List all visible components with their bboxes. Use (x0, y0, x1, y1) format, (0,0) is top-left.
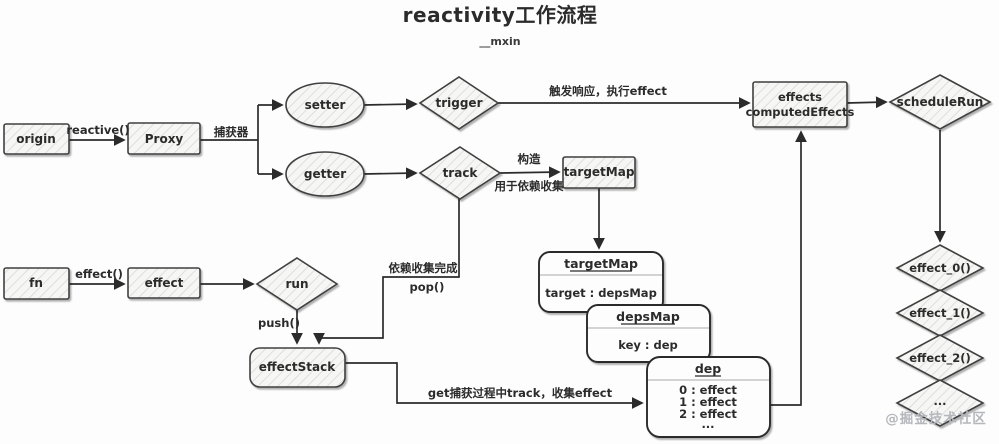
depsmap-struct-title: depsMap (616, 309, 680, 324)
trigger-node (418, 76, 500, 130)
effect1-label: effect_1() (909, 306, 971, 321)
page-subtitle: __mxin (479, 35, 520, 48)
proxy-node (127, 122, 201, 155)
targetmap-struct-title: targetMap (564, 256, 638, 271)
effectstack-label: effectStack (259, 360, 336, 374)
get-track-label: get捕获过程中track，收集effect (428, 386, 613, 400)
struct-boxes (538, 251, 771, 438)
page-title: reactivity工作流程 (403, 3, 598, 27)
proxy-label: Proxy (145, 132, 184, 146)
juejin-watermark: @掘金技术社区 (885, 410, 987, 427)
pop-label: pop() (410, 280, 445, 294)
effect-more-label: ... (933, 394, 946, 408)
edge-dep-effects (770, 130, 807, 406)
effects-label-line2: computedEffects (746, 105, 855, 119)
track-node (418, 146, 502, 200)
getter-label: getter (304, 167, 346, 181)
edge-labels: reactive() 捕获器 触发响应，执行effect 构造 用于依赖收集 e… (66, 84, 667, 400)
trigger-label: trigger (435, 96, 482, 110)
construct-label: 构造 (518, 152, 541, 166)
edge-effectstack-dep (345, 362, 644, 409)
edge-track-targetmap (499, 166, 561, 179)
dep-struct-row-2: 2 : effect (679, 407, 737, 421)
origin-label: origin (16, 132, 56, 146)
effect-node (127, 267, 201, 299)
schedulerun-node (888, 74, 992, 130)
node-labels: origin Proxy setter getter trigger track… (16, 90, 983, 408)
targetmap-node-label: targetMap (564, 165, 635, 179)
struct-texts: targetMap target : depsMap depsMap key :… (545, 256, 737, 431)
edge-effects-schedulerun (846, 96, 888, 109)
effects-label-line1: effects (778, 90, 822, 104)
edges (69, 96, 946, 409)
targetmap-node (562, 156, 636, 189)
edge-track-effectstack-pop (313, 198, 460, 345)
run-node (255, 257, 339, 311)
setter-label: setter (305, 98, 346, 112)
dep-done-label: 依赖收集完成 (389, 261, 458, 275)
dep-struct-box (646, 356, 771, 438)
trigger-run-label: 触发响应，执行effect (548, 84, 667, 98)
fn-node (3, 267, 70, 300)
dep-struct-row-0: 0 : effect (679, 383, 737, 397)
dep-collection-label: 用于依赖收集 (494, 179, 564, 193)
push-label: push() (258, 316, 300, 330)
targetmap-struct-row: target : depsMap (545, 286, 657, 300)
edge-getter-track (363, 167, 418, 180)
effects-node (752, 81, 848, 128)
track-label: track (443, 166, 479, 180)
schedulerun-label: scheduleRun (897, 95, 984, 109)
origin-node (3, 123, 70, 155)
effect-label: effect (145, 276, 184, 290)
effect2-label: effect_2() (909, 351, 971, 366)
dep-struct-row-1: 1 : effect (679, 395, 737, 409)
dep-struct-title: dep (695, 361, 721, 376)
edge-setter-trigger (363, 98, 418, 111)
getter-node (285, 151, 365, 197)
effect-call-label: effect() (75, 267, 123, 281)
setter-node (285, 82, 365, 128)
reactive-label: reactive() (66, 123, 129, 137)
capturer-label: 捕获器 (214, 125, 249, 139)
effect0-label: effect_0() (909, 261, 971, 276)
run-label: run (285, 277, 308, 291)
effectstack-node (249, 347, 346, 388)
flow-nodes (3, 74, 992, 427)
fn-label: fn (29, 276, 43, 290)
depsmap-struct-row: key : dep (618, 338, 678, 352)
effect-more-node (895, 379, 985, 427)
depsmap-struct-box (586, 304, 711, 363)
dep-struct-row-more: ... (701, 417, 714, 431)
